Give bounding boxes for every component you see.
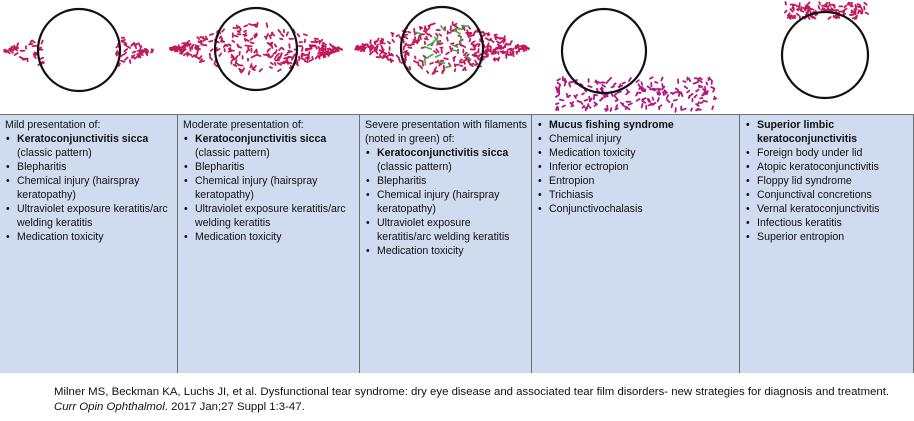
condition-item: Keratoconjunctivitis sicca [366,146,527,160]
condition-item: Chemical injury (hairspray keratopathy) [366,188,527,216]
citation-authors: Milner MS, Beckman KA, Luchs JI, et al. … [54,386,890,398]
citation: Milner MS, Beckman KA, Luchs JI, et al. … [54,385,914,415]
condition-item: Conjunctival concretions [746,188,909,202]
condition-item: Blepharitis [366,174,527,188]
condition-item: Medication toxicity [6,230,173,244]
condition-item: Keratoconjunctivitis sicca [184,132,355,146]
panel-inferior: Mucus fishing syndromeChemical injuryMed… [532,115,740,373]
eye-moderate [168,6,344,92]
condition-item: Trichiasis [538,188,735,202]
condition-list: Superior limbic keratoconjunctivitisFore… [745,118,909,244]
condition-item: Medication toxicity [366,244,527,258]
condition-item: Superior entropion [746,230,909,244]
condition-item: Chemical injury (hairspray keratopathy) [6,174,173,202]
condition-item: (classic pattern) [17,147,92,159]
panel-superior: Superior limbic keratoconjunctivitisFore… [740,115,914,373]
condition-item: Ultraviolet exposure keratitis/arc weldi… [6,202,173,230]
condition-list: Mucus fishing syndromeChemical injuryMed… [537,118,735,216]
condition-item: (classic pattern) [377,161,452,173]
condition-item: Entropion [538,174,735,188]
condition-item: Ultraviolet exposure keratitis/arc weldi… [184,202,355,230]
condition-item: Mucus fishing syndrome [538,118,735,132]
panel-mild: Mild presentation of: Keratoconjunctivit… [0,115,178,373]
condition-item: Floppy lid syndrome [746,174,909,188]
condition-item: Conjunctivochalasis [538,202,735,216]
condition-list: Keratoconjunctivitis sicca(classic patte… [5,132,173,244]
eye-staining-illustrations [3,1,870,113]
eye-superior-staining [780,1,870,100]
eye-severe-filaments [354,5,530,91]
condition-item: Vernal keratoconjunctivitis [746,202,909,216]
panel-moderate: Moderate presentation of: Keratoconjunct… [178,115,360,373]
condition-list: Keratoconjunctivitis sicca(classic patte… [365,146,527,258]
condition-item: Foreign body under lid [746,146,909,160]
condition-item: Medication toxicity [538,146,735,160]
citation-journal: Curr Opin Ophthalmol [54,401,165,413]
eye-mild [3,7,154,93]
eye-inferior-staining [555,7,717,113]
condition-item: Keratoconjunctivitis sicca [6,132,173,146]
condition-item: (classic pattern) [195,147,270,159]
panel-heading: Moderate presentation of: [183,119,304,131]
condition-item: Superior limbic keratoconjunctivitis [746,118,909,146]
panel-heading: Severe presentation with filaments (note… [365,119,527,145]
panel-heading: Mild presentation of: [5,119,101,131]
condition-item: Atopic keratoconjunctivitis [746,160,909,174]
condition-item: Medication toxicity [184,230,355,244]
condition-item: Blepharitis [184,160,355,174]
panel-severe: Severe presentation with filaments (note… [360,115,532,373]
condition-item: Ultraviolet exposure keratitis/arc weldi… [366,216,527,244]
condition-item: Inferior ectropion [538,160,735,174]
condition-list: Keratoconjunctivitis sicca(classic patte… [183,132,355,244]
condition-item: Infectious keratitis [746,216,909,230]
divider-line [0,114,914,115]
condition-item: Blepharitis [6,160,173,174]
condition-item: Chemical injury [538,132,735,146]
condition-item: Chemical injury (hairspray keratopathy) [184,174,355,202]
citation-details: . 2017 Jan;27 Suppl 1:3-47. [164,401,305,413]
